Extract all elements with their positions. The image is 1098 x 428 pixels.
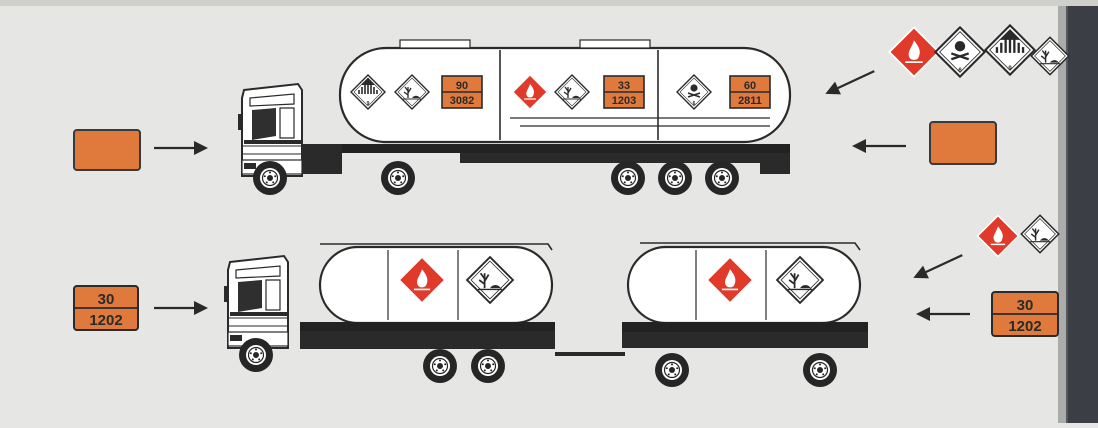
top-tanker-vehicle: 9 90 3082 33 1203 6 60 2811 [238,40,790,195]
environment-hazard-icon [1021,215,1058,252]
bottom-tanker-with-trailer [224,243,868,387]
un-number: 1202 [1008,318,1041,335]
rear-orange-plate-blank [930,122,996,164]
arrow-left-icon [910,249,965,285]
un-number: 1202 [89,312,122,329]
arrow-right-icon [154,141,208,155]
hazard-id-number: 90 [456,80,468,92]
front-orange-plate-blank [74,130,140,170]
orange-plate-compartment-3: 60 2811 [730,76,770,108]
class-9-number: 9 [367,101,370,107]
arrow-right-icon [154,301,208,315]
class-6-number: 6 [693,101,696,107]
arrow-left-icon [822,65,877,101]
un-number: 3082 [450,95,474,107]
hazard-id-number: 30 [1017,297,1034,314]
front-orange-plate: 30 1202 [74,286,138,330]
hazard-id-number: 30 [98,291,115,308]
orange-plate-compartment-1: 90 3082 [442,76,482,108]
arrow-left-icon [916,307,970,321]
hazard-id-number: 33 [618,80,630,92]
hazard-id-number: 60 [744,80,756,92]
un-number: 2811 [738,95,762,107]
flammable-icon [978,216,1019,257]
arrow-left-icon [852,139,906,153]
rear-orange-plate: 30 1202 [992,292,1058,336]
flammable-icon [889,27,938,76]
un-number: 1203 [612,95,636,107]
orange-plate-compartment-2: 33 1203 [604,76,644,108]
